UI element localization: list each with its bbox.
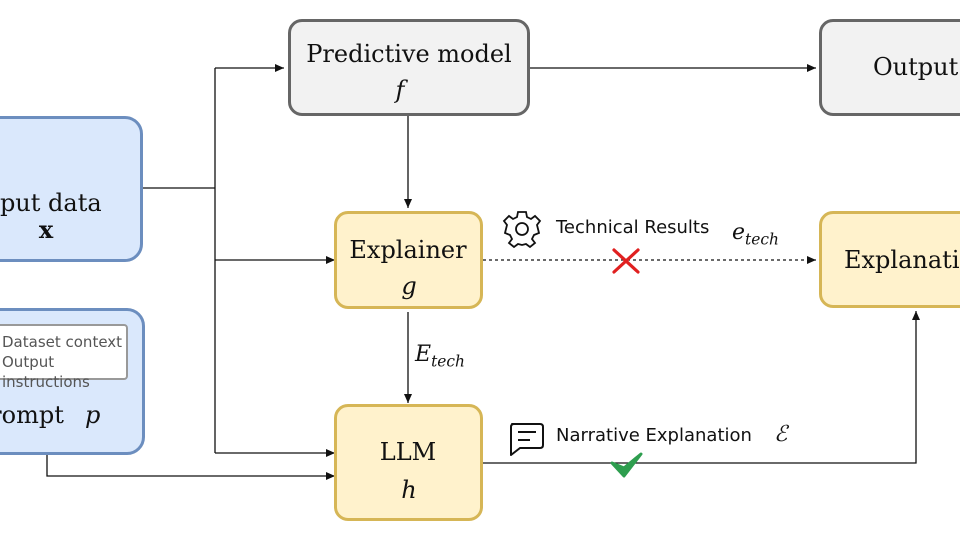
etech-edge-sub: tech [431, 352, 465, 371]
technical-results-symbol: etech [732, 222, 779, 248]
explanation-label: Explanation [844, 246, 960, 274]
narrative-explanation-label: Narrative Explanation [556, 425, 752, 446]
llm-symbol: h [401, 476, 417, 504]
input-data-node [0, 116, 143, 262]
prompt-symbol: p [85, 401, 101, 429]
connector-prompt-llm [46, 455, 335, 480]
explainer-node [334, 211, 483, 309]
etech-base: e [732, 220, 746, 245]
output-label: Output [873, 53, 959, 81]
connector-input-trunk [143, 64, 335, 457]
prompt-context-note: Dataset context Output instructions [0, 324, 128, 391]
explanation-node [819, 211, 960, 308]
input-data-label: Input data [0, 189, 102, 217]
prompt-label: Prompt [0, 401, 64, 429]
message-icon [510, 423, 544, 456]
narrative-explanation-symbol: ℰ [774, 422, 788, 447]
check-icon [610, 452, 643, 478]
connector-llm-explanation [483, 311, 920, 464]
predictive-model-node [288, 19, 530, 116]
gear-icon [502, 211, 542, 249]
predictive-model-symbol: f [395, 76, 405, 104]
cross-icon [612, 248, 640, 274]
explainer-symbol: g [401, 272, 417, 300]
prompt-note-line-2: Output instructions [2, 353, 90, 391]
llm-label: LLM [379, 438, 437, 466]
output-node [819, 19, 960, 116]
llm-node [334, 404, 483, 521]
etech-edge-symbol: Etech [415, 344, 465, 370]
technical-results-label: Technical Results [556, 217, 710, 238]
etech-edge-base: E [415, 342, 432, 367]
prompt-note-line-1: Dataset context [2, 333, 123, 351]
explainer-label: Explainer [349, 236, 467, 264]
etech-sub: tech [745, 230, 779, 249]
input-data-symbol: x [38, 215, 54, 244]
predictive-model-label: Predictive model [306, 40, 512, 68]
